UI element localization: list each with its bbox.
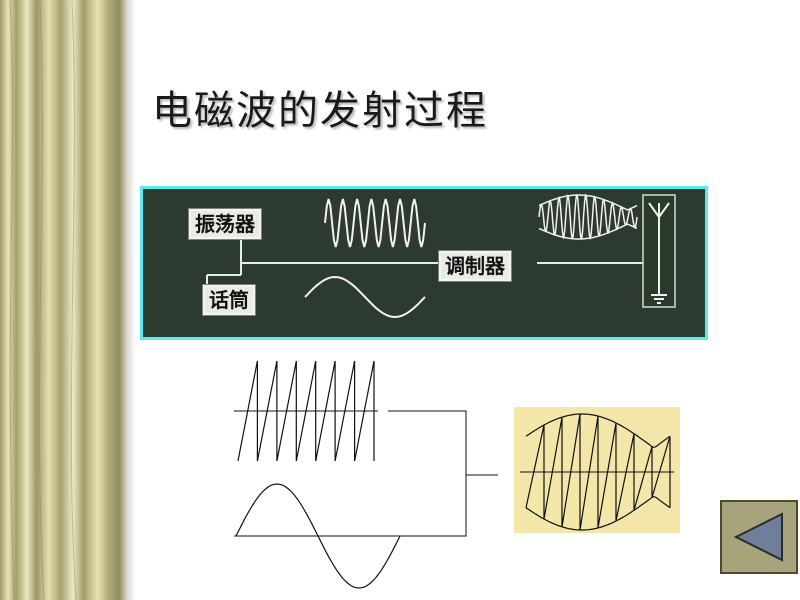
high-frequency-sawtooth-wave [237,360,375,462]
oscillator-label: 振荡器 [188,208,262,240]
carrier-wave [324,198,426,248]
modulated-result-envelope-bottom [525,495,671,531]
waveform-illustration [234,360,680,589]
modulated-result-envelope-top [525,413,671,449]
slide-title: 电磁波的发射过程 [152,88,488,134]
modulated-wave [538,193,638,241]
back-button[interactable] [720,500,798,574]
modulated-envelope-top [538,194,638,211]
triangle-left-icon [733,512,783,562]
combine-bracket [388,410,467,537]
audio-wave [304,275,426,319]
transmitter-block-diagram: 振荡器 话筒 调制器 [140,186,708,340]
modulator-label: 调制器 [438,250,512,282]
decorative-column-bar [0,0,135,600]
microphone-label: 话筒 [202,284,256,316]
board-drawing [206,193,676,319]
antenna-icon [642,194,676,308]
modulated-envelope-bottom [538,223,638,240]
